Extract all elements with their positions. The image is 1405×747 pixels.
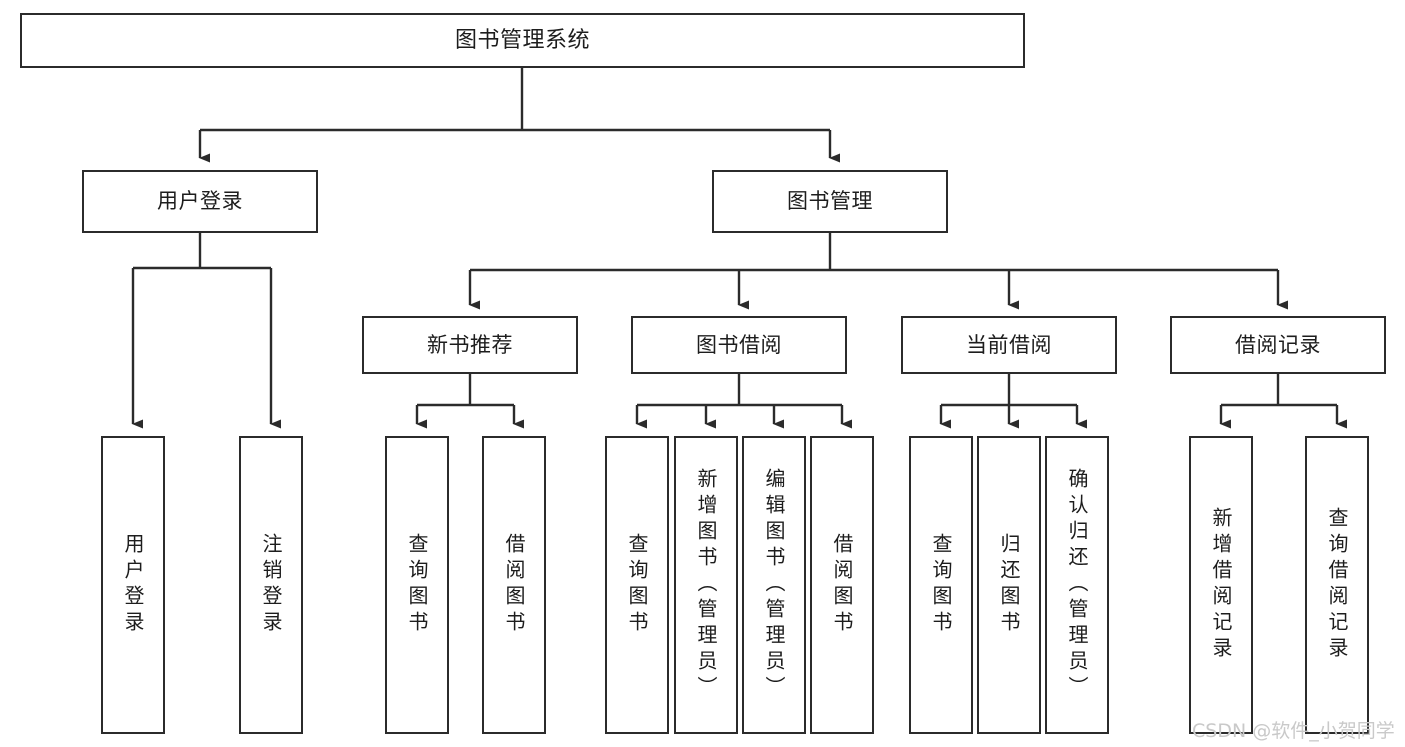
node-new-book-recommendation[interactable]: 新书推荐 xyxy=(362,316,578,374)
node-leaf-query-book-recommendation[interactable]: 查询图书 xyxy=(385,436,449,734)
node-leaf-logout[interactable]: 注销登录 xyxy=(239,436,303,734)
node-root-book-management-system[interactable]: 图书管理系统 xyxy=(20,13,1025,68)
node-label: 图书管理 xyxy=(787,189,873,213)
node-label: 当前借阅 xyxy=(966,332,1052,357)
node-label: 查询图书 xyxy=(405,533,429,637)
node-label: 查询图书 xyxy=(625,533,649,637)
node-label: 查询借阅记录 xyxy=(1325,507,1349,663)
node-current-borrow[interactable]: 当前借阅 xyxy=(901,316,1117,374)
node-user-login[interactable]: 用户登录 xyxy=(82,170,318,233)
node-leaf-query-book-current[interactable]: 查询图书 xyxy=(909,436,973,734)
node-label: 用户登录 xyxy=(121,533,145,637)
node-leaf-confirm-return-admin[interactable]: 确认归还（管理员） xyxy=(1045,436,1109,734)
node-leaf-return-book[interactable]: 归还图书 xyxy=(977,436,1041,734)
node-label: 确认归还（管理员） xyxy=(1065,468,1089,702)
node-label: 归还图书 xyxy=(997,533,1021,637)
node-label: 图书管理系统 xyxy=(454,27,590,53)
node-label: 注销登录 xyxy=(259,533,283,637)
node-label: 借阅记录 xyxy=(1235,332,1321,357)
node-leaf-borrow-book-recommendation[interactable]: 借阅图书 xyxy=(482,436,546,734)
node-book-borrow[interactable]: 图书借阅 xyxy=(631,316,847,374)
node-leaf-user-login[interactable]: 用户登录 xyxy=(101,436,165,734)
node-leaf-add-book-admin[interactable]: 新增图书（管理员） xyxy=(674,436,738,734)
node-leaf-query-book-borrow[interactable]: 查询图书 xyxy=(605,436,669,734)
node-leaf-query-borrow-record[interactable]: 查询借阅记录 xyxy=(1305,436,1369,734)
node-label: 借阅图书 xyxy=(502,533,526,637)
node-label: 查询图书 xyxy=(929,533,953,637)
node-label: 新增图书（管理员） xyxy=(694,468,718,702)
node-leaf-add-borrow-record[interactable]: 新增借阅记录 xyxy=(1189,436,1253,734)
watermark-text: CSDN @软件_小贺同学 xyxy=(1192,720,1395,742)
node-label: 编辑图书（管理员） xyxy=(762,468,786,702)
node-borrow-record[interactable]: 借阅记录 xyxy=(1170,316,1386,374)
node-label: 新书推荐 xyxy=(427,332,513,357)
node-label: 借阅图书 xyxy=(830,533,854,637)
node-label: 新增借阅记录 xyxy=(1209,507,1233,663)
node-leaf-borrow-book[interactable]: 借阅图书 xyxy=(810,436,874,734)
node-label: 用户登录 xyxy=(157,189,243,213)
node-book-management[interactable]: 图书管理 xyxy=(712,170,948,233)
node-leaf-edit-book-admin[interactable]: 编辑图书（管理员） xyxy=(742,436,806,734)
node-label: 图书借阅 xyxy=(696,332,782,357)
